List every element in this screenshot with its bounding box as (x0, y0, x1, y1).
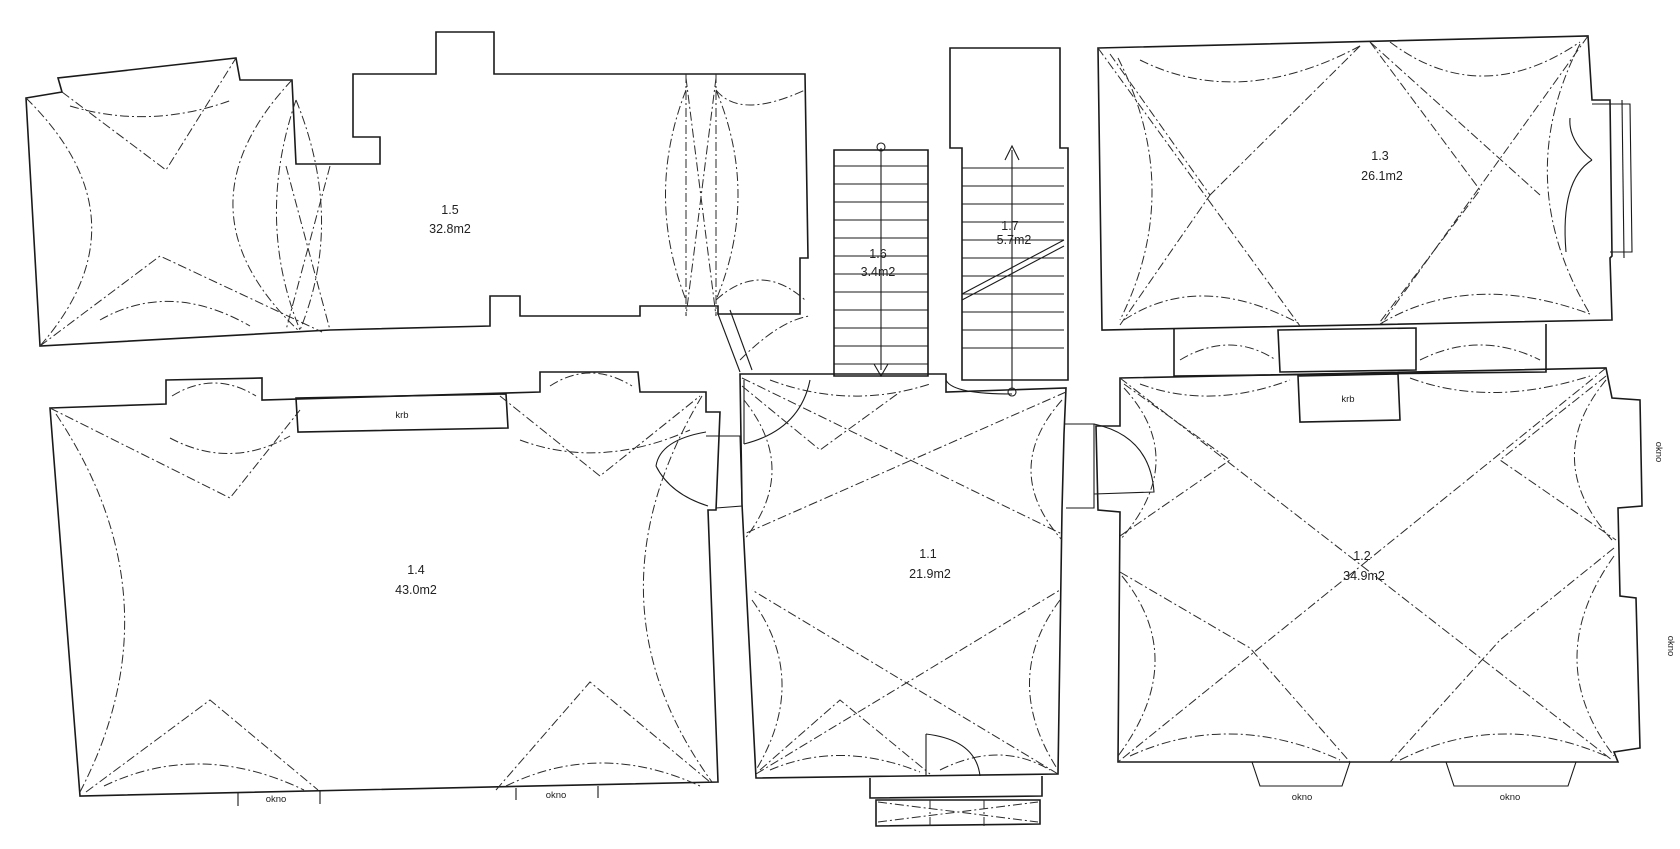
fireplace-1-2-label: krb (1341, 394, 1354, 405)
room-1-3-walls (1097, 35, 1613, 331)
stair-1-7-walls (949, 47, 1069, 381)
room-1-1-number: 1.1 (919, 547, 936, 561)
room-1-4-walls (49, 371, 721, 797)
window-1-4-left-label: okno (266, 794, 287, 805)
room-1-2-walls (1095, 367, 1643, 763)
fireplace-1-4-label: krb (395, 410, 408, 421)
fireplace-1-2 (1297, 373, 1401, 423)
room-1-4-area: 43.0m2 (395, 583, 437, 597)
fireplace-1-4 (295, 393, 509, 433)
window-1-2-east-lower-label: okno (1665, 636, 1676, 657)
room-1-7-area: 5.7m2 (997, 233, 1032, 247)
room-1-4-vaults (49, 395, 713, 793)
room-1-4-number: 1.4 (407, 563, 424, 577)
room-1-7-number: 1.7 (1001, 219, 1018, 233)
stair-1-6-walls (833, 149, 929, 377)
room-1-3-area: 26.1m2 (1361, 169, 1403, 183)
window-1-2-bottom-left-label: okno (1292, 792, 1313, 803)
room-1-4: krb 1.4 43.0m2 okno okno (49, 371, 743, 806)
window-1-2-east-upper-label: okno (1653, 442, 1664, 463)
room-1-1-vaults (741, 377, 1067, 775)
room-1-3-vaults (1097, 35, 1591, 327)
room-1-3-number: 1.3 (1371, 149, 1388, 163)
room-1-2: krb 1.2 34.9m2 okno okno okno okno (1095, 367, 1676, 803)
room-1-5-number: 1.5 (441, 203, 458, 217)
room-1-1-walls (739, 373, 1067, 779)
room-1-6-area: 3.4m2 (861, 265, 896, 279)
stair-1-7: 1.7 5.7m2 (949, 47, 1069, 397)
room-1-3: 1.3 26.1m2 (1097, 35, 1633, 331)
room-1-1-area: 21.9m2 (909, 567, 951, 581)
room-1-6-number: 1.6 (869, 247, 886, 261)
room-1-2-vaults (1117, 367, 1617, 763)
room-1-2-number: 1.2 (1353, 549, 1370, 563)
room-1-5-walls (25, 31, 809, 347)
room-1-5: 1.5 32.8m2 (25, 31, 809, 347)
room-1-1: 1.1 21.9m2 (739, 373, 1155, 827)
stair-1-7-treads (962, 167, 1064, 349)
window-1-2-bottom-right-label: okno (1500, 792, 1521, 803)
room-1-5-vaults (25, 57, 806, 347)
room-1-2-area: 34.9m2 (1343, 569, 1385, 583)
window-1-4-right-label: okno (546, 790, 567, 801)
stair-1-6: 1.6 3.4m2 (833, 142, 929, 378)
passage-1-3-1-2 (1173, 324, 1547, 377)
room-1-5-area: 32.8m2 (429, 222, 471, 236)
